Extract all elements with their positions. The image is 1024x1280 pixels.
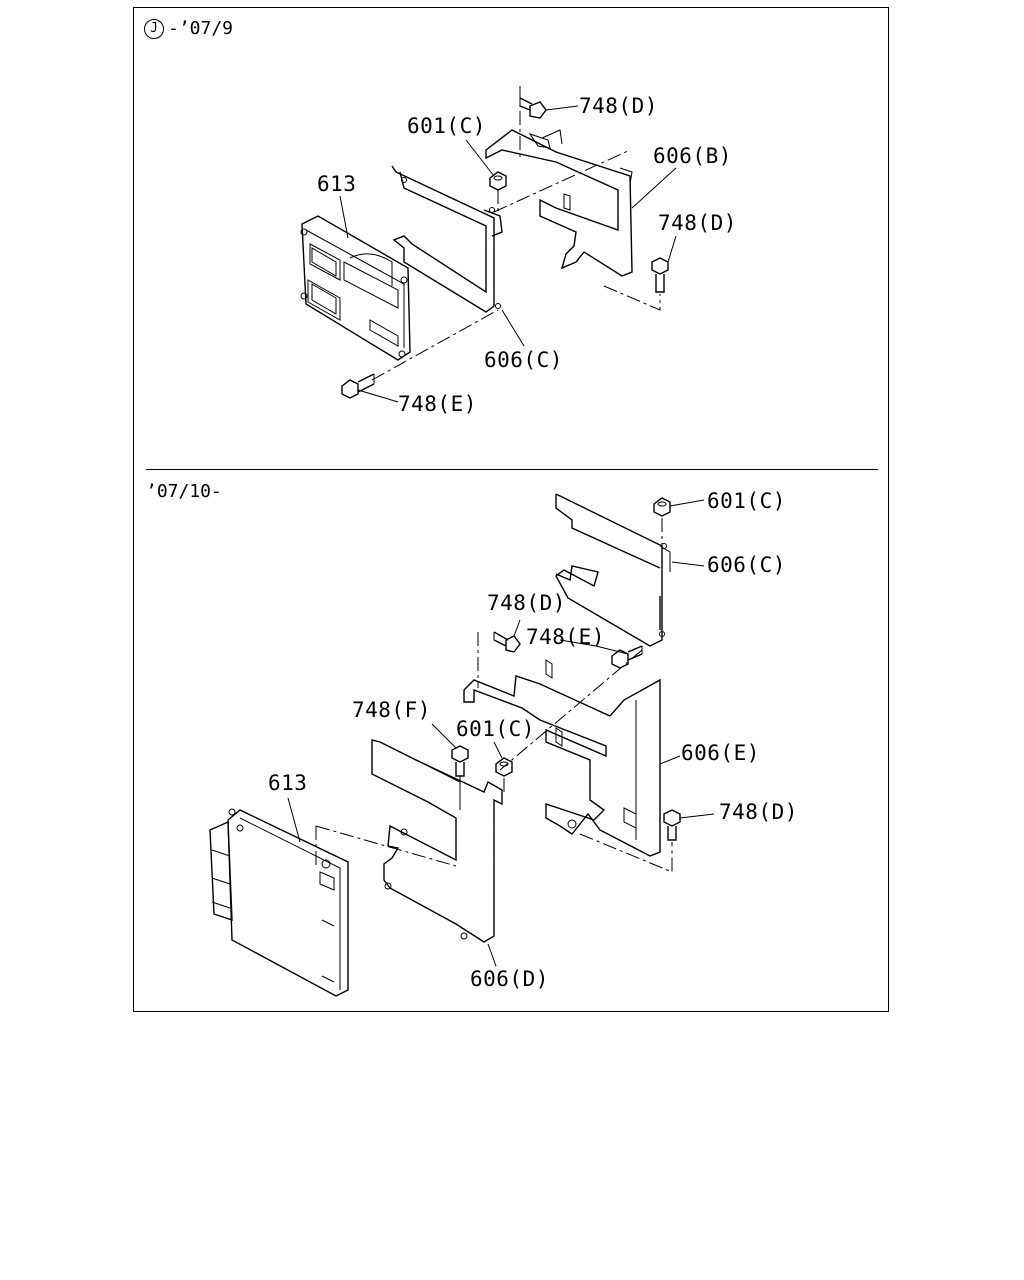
section-badge: J [144, 19, 164, 39]
part-label-606c: 606(C) [707, 553, 786, 577]
ecu-module-613-bottom [209, 808, 349, 997]
section-1-header: J-’07/9 [144, 19, 233, 39]
part-label-606e: 606(E) [681, 741, 760, 765]
bracket-606c-top [391, 165, 503, 313]
bolt-748d-top-lower [651, 257, 669, 293]
part-label-748f: 748(F) [352, 698, 431, 722]
part-label-606b: 606(B) [653, 144, 732, 168]
diagram-frame [133, 7, 889, 1012]
bolt-748e-top [341, 373, 375, 399]
section-2-date-range: ’07/10- [146, 481, 222, 502]
nut-601c-top [489, 171, 507, 191]
part-label-613: 613 [317, 172, 357, 196]
section-2-header: ’07/10- [146, 483, 222, 501]
part-label-748d: 748(D) [719, 800, 798, 824]
bracket-606e-bottom [463, 659, 661, 857]
bracket-606d-bottom [371, 739, 503, 943]
part-label-606c: 606(C) [484, 348, 563, 372]
part-label-606d: 606(D) [470, 967, 549, 991]
section-divider [146, 469, 878, 470]
part-label-601c: 601(C) [407, 114, 486, 138]
part-label-748d: 748(D) [579, 94, 658, 118]
ecu-module-613-top [300, 215, 411, 361]
part-label-601c: 601(C) [456, 717, 535, 741]
part-label-601c: 601(C) [707, 489, 786, 513]
bolt-748d-top-upper [519, 97, 547, 119]
part-label-748e: 748(E) [398, 392, 477, 416]
bracket-606c-bottom [555, 493, 671, 647]
bolt-748d-bottom-lower [663, 809, 681, 841]
bolt-748d-bottom-upper [493, 631, 521, 653]
part-label-613: 613 [268, 771, 308, 795]
bolt-748f-bottom [451, 745, 469, 777]
nut-601c-bottom-upper [653, 497, 671, 517]
part-label-748d: 748(D) [658, 211, 737, 235]
part-label-748d: 748(D) [487, 591, 566, 615]
part-label-748e: 748(E) [526, 625, 605, 649]
bolt-748e-bottom [611, 645, 643, 669]
bracket-606b-top [485, 129, 633, 277]
section-1-date-range: -’07/9 [168, 18, 234, 39]
